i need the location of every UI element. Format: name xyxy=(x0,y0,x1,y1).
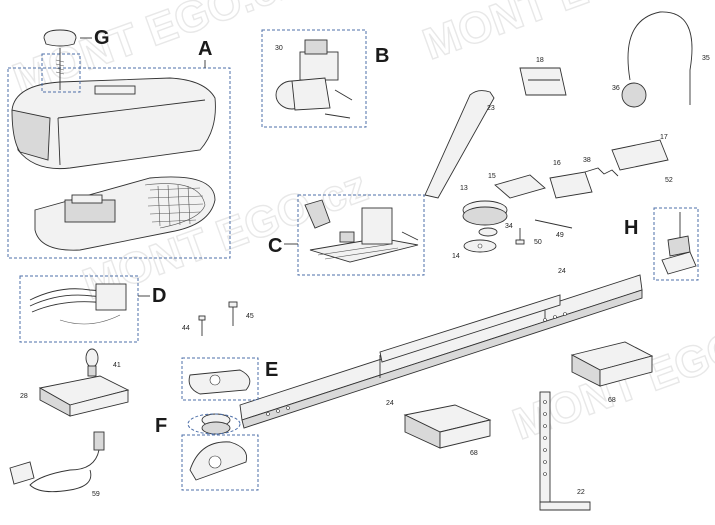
plate-15 xyxy=(494,174,546,199)
part-52-label: 52 xyxy=(665,177,673,184)
motor-cover xyxy=(11,77,216,170)
part-68-label-right: 68 xyxy=(608,397,616,404)
part-59-label: 59 xyxy=(92,491,100,498)
group-d-label: D xyxy=(152,285,166,307)
arm-23 xyxy=(424,90,495,199)
group-d-frame xyxy=(19,275,139,343)
bracket-16 xyxy=(549,171,593,199)
group-a-label: A xyxy=(198,38,212,60)
part-44-label: 44 xyxy=(182,325,190,332)
group-g-label: G xyxy=(94,27,110,49)
bracket-68-right xyxy=(570,341,654,387)
hanger-holes xyxy=(543,400,547,476)
pin-50 xyxy=(515,228,525,245)
base-grille xyxy=(147,184,204,227)
part-24-label-upper: 24 xyxy=(558,268,566,275)
part-50-label: 50 xyxy=(534,239,542,246)
control-board xyxy=(304,199,419,263)
washer-34 xyxy=(478,227,498,237)
part-18-label: 18 xyxy=(536,57,544,64)
gear-13 xyxy=(462,200,508,226)
part-38-label: 38 xyxy=(583,157,591,164)
bracket-68-left xyxy=(403,404,492,449)
group-b-label: B xyxy=(375,45,389,67)
group-e-frame xyxy=(181,357,259,401)
group-b-frame xyxy=(261,29,367,128)
disc-14 xyxy=(463,239,497,253)
motor-base xyxy=(34,176,216,251)
part-13-label: 13 xyxy=(460,185,468,192)
bolt-45 xyxy=(228,301,238,326)
pulley-bracket xyxy=(189,441,248,481)
group-h-frame xyxy=(653,207,699,281)
pulley-f xyxy=(187,413,241,435)
part-41-label: 41 xyxy=(113,362,121,369)
part-22-label: 22 xyxy=(577,489,585,496)
group-c-label: C xyxy=(268,235,282,257)
part-35-label: 35 xyxy=(702,55,710,62)
bulb-41 xyxy=(85,348,99,377)
part-30-label: 30 xyxy=(275,45,283,52)
part-14-label: 14 xyxy=(452,253,460,260)
power-cord-59 xyxy=(9,431,105,493)
pulley-cover-e xyxy=(188,369,251,395)
hanger-22 xyxy=(539,391,591,511)
group-g-frame xyxy=(41,53,81,93)
part-36-label: 36 xyxy=(612,85,620,92)
group-f-label: F xyxy=(155,415,167,437)
rail-24 xyxy=(239,274,643,429)
group-e-label: E xyxy=(265,359,278,381)
watermark-text-2: MONT EGO.cz xyxy=(417,0,714,69)
part-34-label: 34 xyxy=(505,223,513,230)
slider-17 xyxy=(611,139,669,171)
wiring-harness xyxy=(29,283,127,325)
part-23-label: 23 xyxy=(487,105,495,112)
rod-49 xyxy=(534,219,573,229)
part-28-label: 28 xyxy=(20,393,28,400)
cable-35 xyxy=(621,11,693,108)
release-knob xyxy=(43,29,77,90)
part-45-label: 45 xyxy=(246,313,254,320)
part-17-label: 17 xyxy=(660,134,668,141)
pulley-bracket-frame xyxy=(181,434,259,491)
group-c-frame xyxy=(297,194,425,276)
spring-38 xyxy=(584,167,619,177)
bracket-18 xyxy=(519,67,567,96)
part-49-label: 49 xyxy=(556,232,564,239)
motor-unit xyxy=(275,39,353,119)
part-24-label-lower: 24 xyxy=(386,400,394,407)
carriage-h xyxy=(661,212,697,275)
rail-holes xyxy=(266,312,567,416)
part-16-label: 16 xyxy=(553,160,561,167)
bolt-44 xyxy=(198,315,206,336)
transformer-28 xyxy=(38,375,130,417)
part-15-label: 15 xyxy=(488,173,496,180)
group-h-label: H xyxy=(624,217,638,239)
part-68-label-left: 68 xyxy=(470,450,478,457)
group-a-frame xyxy=(7,67,231,259)
